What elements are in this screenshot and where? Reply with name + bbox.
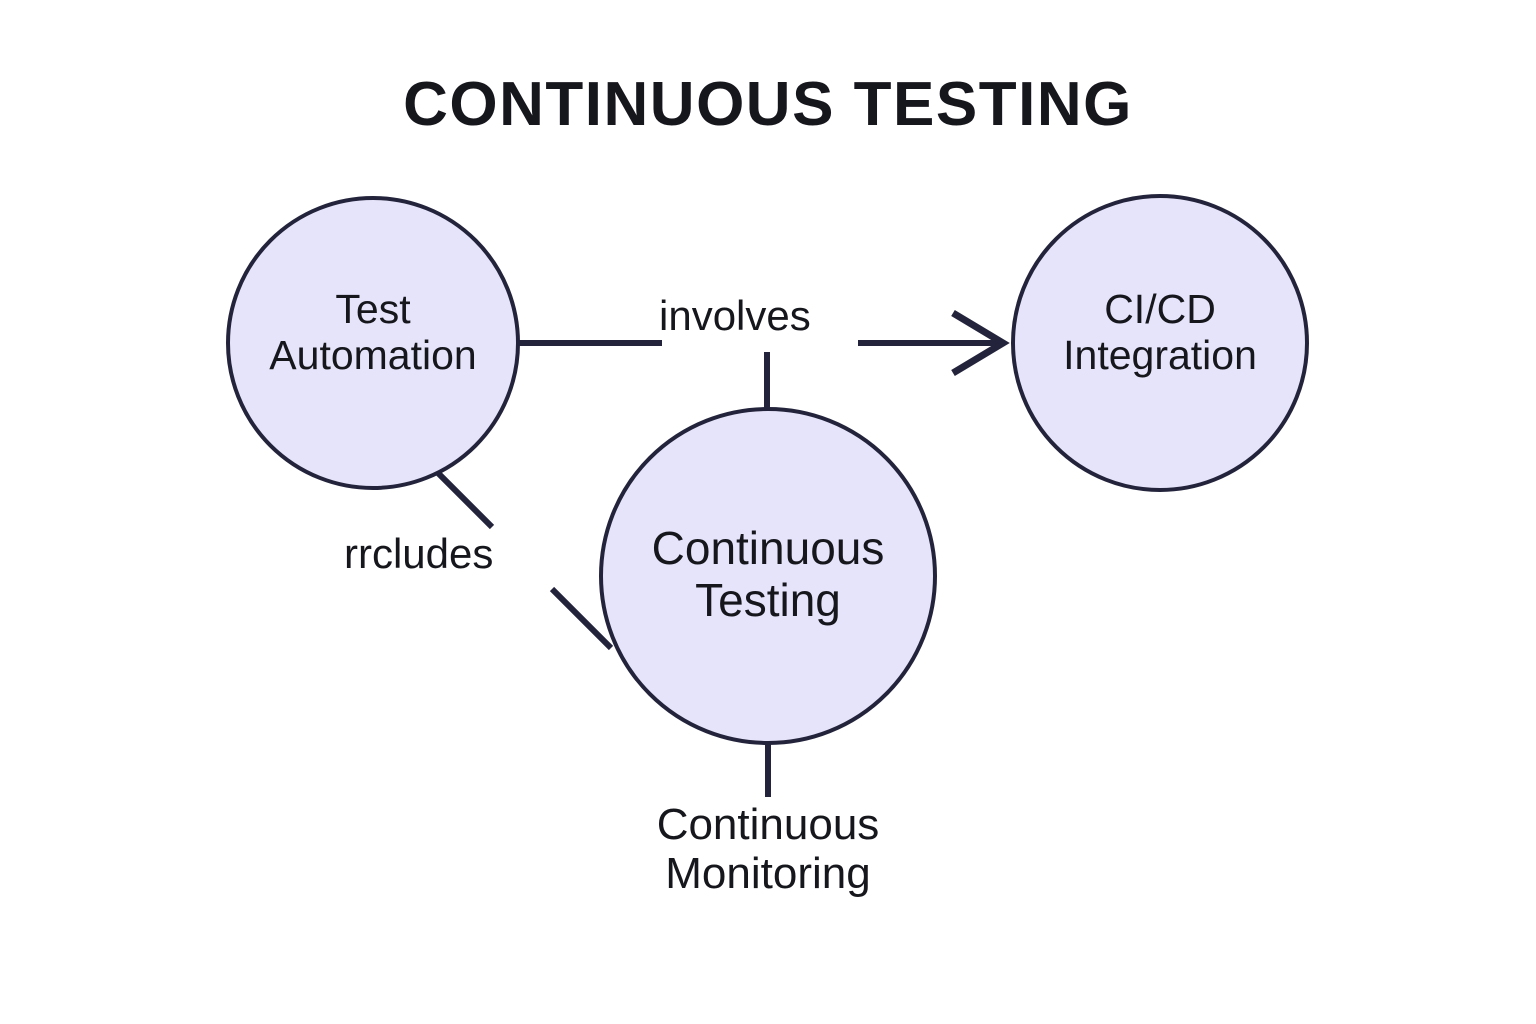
edge-label-involves: involves bbox=[659, 292, 811, 339]
node-test-automation[interactable] bbox=[226, 196, 520, 490]
edge-includes-upper-segment bbox=[434, 469, 495, 530]
edge-label-includes: rrcludes bbox=[344, 530, 494, 577]
node-continuous-testing[interactable] bbox=[599, 407, 937, 745]
node-cicd-integration[interactable] bbox=[1011, 194, 1309, 492]
edge-includes-lower-segment bbox=[549, 586, 614, 651]
page-title: CONTINUOUS TESTING bbox=[403, 70, 1133, 139]
arrowhead-icon bbox=[951, 309, 1010, 377]
